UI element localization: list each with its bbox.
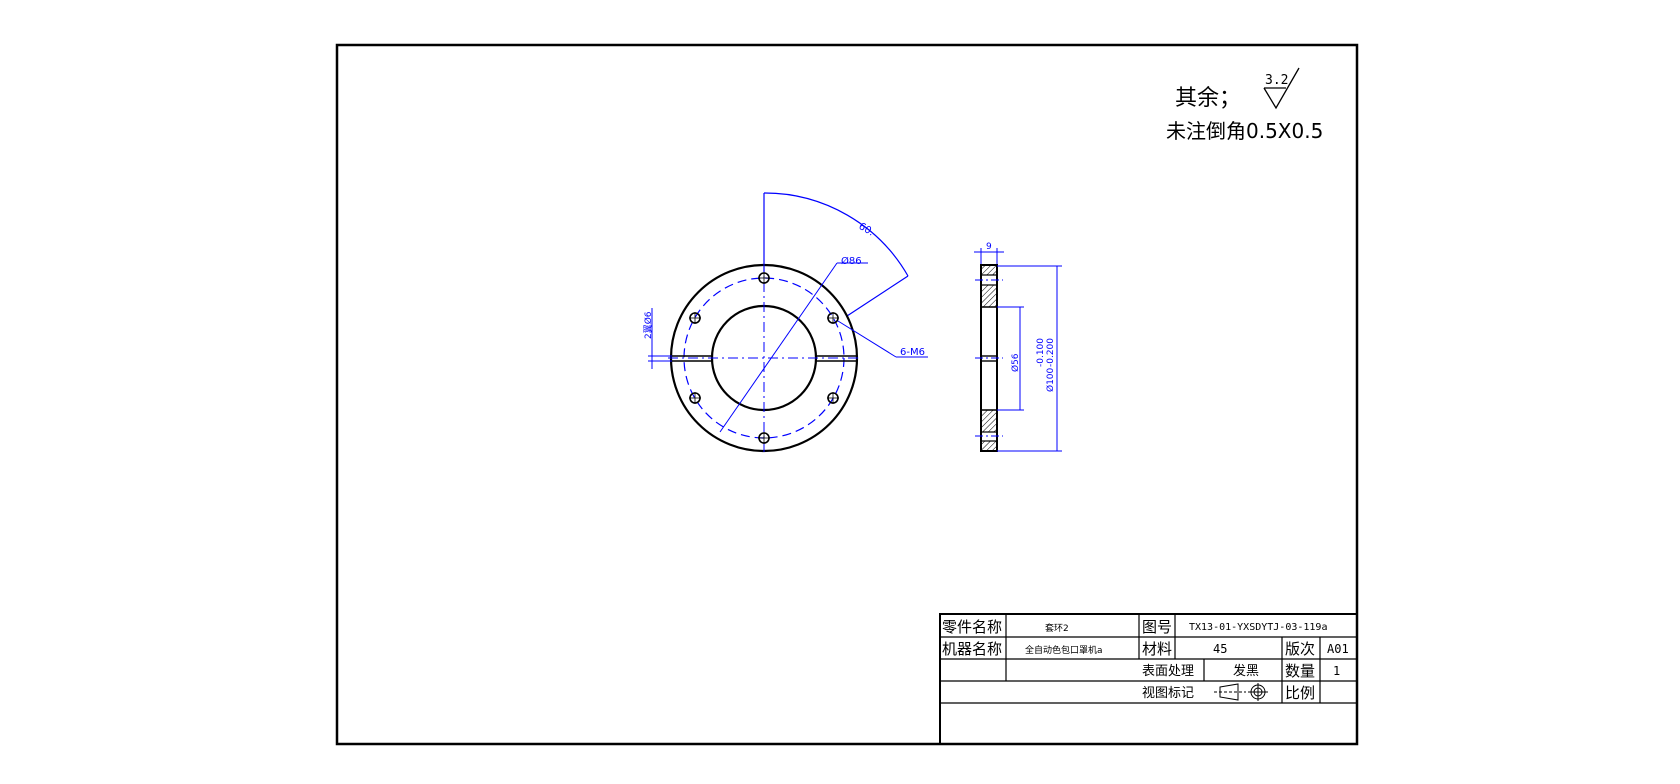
rest-label: 其余； — [1175, 86, 1241, 111]
projection-symbol-icon — [1214, 683, 1268, 701]
view-mark-label: 视图标记 — [1142, 686, 1194, 701]
tol-upper: -0.100 — [1036, 338, 1046, 367]
version-value: A01 — [1327, 642, 1349, 656]
thickness-dimension — [974, 248, 1004, 264]
bolt-circle-leader — [719, 262, 868, 433]
part-name-value: 套环2 — [1045, 622, 1069, 634]
machine-name-value: 全自动色包口罩机a — [1025, 644, 1103, 656]
version-label: 版次 — [1285, 640, 1315, 658]
angle-label: 60. — [857, 221, 876, 238]
split-slot — [671, 355, 857, 362]
roughness-value: 3.2 — [1265, 73, 1288, 88]
notes-block: 其余； 3.2 未注倒角0.5X0.5 — [1166, 67, 1323, 143]
title-block: 零件名称 套环2 图号 TX13-01-YXSDYTJ-03-119a 机器名称… — [939, 613, 1358, 745]
quantity-value: 1 — [1333, 664, 1340, 678]
angle-dimension — [763, 192, 909, 317]
inner-dia-label: Ø56 — [1010, 353, 1021, 372]
part-name-label: 零件名称 — [942, 618, 1002, 636]
quantity-label: 数量 — [1285, 662, 1315, 680]
thickness-label: 9 — [986, 242, 992, 252]
outer-dia-dimension — [997, 265, 1062, 452]
slot-label: 2翼Ø6 — [643, 311, 654, 339]
scale-label: 比例 — [1285, 684, 1315, 702]
drawing-no-value: TX13-01-YXSDYTJ-03-119a — [1189, 622, 1327, 633]
roughness-symbol-icon — [1263, 67, 1300, 110]
hole-label: 6-M6 — [900, 347, 925, 358]
slot-dimension — [648, 308, 672, 369]
drawing-no-label: 图号 — [1142, 618, 1172, 636]
chamfer-note: 未注倒角0.5X0.5 — [1166, 119, 1323, 143]
bolt-circle-label: Ø86 — [841, 255, 862, 267]
tol-lower: -0.200 — [1046, 338, 1056, 367]
outer-dia-label: Ø100 — [1045, 367, 1056, 392]
machine-name-label: 机器名称 — [942, 640, 1002, 658]
material-value: 45 — [1213, 642, 1227, 656]
material-label: 材料 — [1142, 640, 1172, 658]
surface-label: 表面处理 — [1142, 664, 1194, 679]
drawing-border — [335, 43, 1359, 746]
front-view: 60. — [643, 192, 928, 453]
surface-value: 发黑 — [1233, 663, 1259, 679]
center-lines — [668, 262, 860, 452]
side-view: 9 Ø56 -0.100 -0.200 Ø100 — [974, 242, 1062, 452]
hole-leader — [837, 320, 928, 358]
inner-dia-dimension — [997, 306, 1024, 411]
